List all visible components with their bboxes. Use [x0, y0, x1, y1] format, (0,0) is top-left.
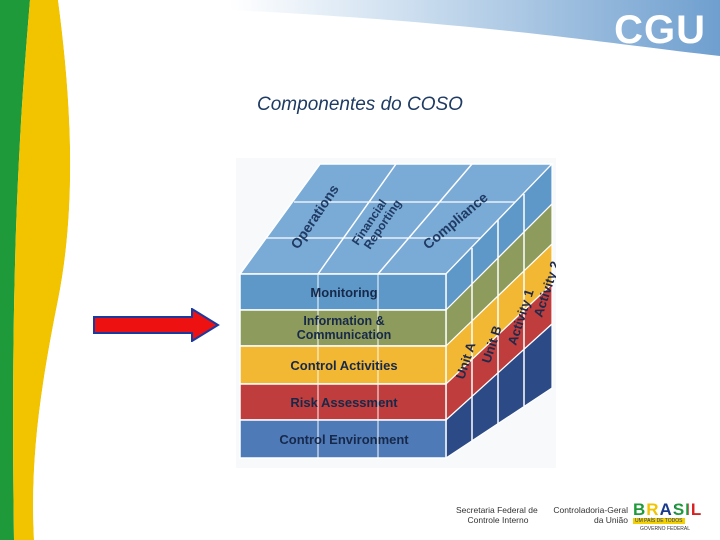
label-risk-assessment: Risk Assessment: [290, 395, 398, 410]
row-monitoring: [239, 273, 447, 311]
label-monitoring: Monitoring: [310, 285, 377, 300]
slide-title: Componentes do COSO: [257, 94, 463, 115]
coso-cube-diagram: Operations Financial Reporting Complianc…: [236, 158, 556, 468]
brasil-tagline: UM PAÍS DE TODOS: [633, 518, 685, 524]
decorative-side-bands: [0, 0, 77, 540]
brasil-gov: GOVERNO FEDERAL: [640, 526, 691, 532]
label-communication: Communication: [297, 328, 391, 342]
row-control-activities: [239, 345, 447, 385]
label-control-environment: Control Environment: [279, 432, 409, 447]
footer-cg-line2: da União: [593, 515, 628, 525]
label-control-activities: Control Activities: [290, 358, 397, 373]
footer-secretaria-line1: Secretaria Federal de: [456, 505, 538, 515]
header-band: [230, 0, 720, 56]
row-risk-assessment: [239, 383, 447, 421]
red-arrow-icon: [93, 308, 220, 342]
cgu-logo: CGU: [614, 8, 706, 52]
brasil-logo-text: BRASIL: [633, 500, 703, 519]
footer-secretaria: Secretaria Federal de Controle Interno: [456, 505, 540, 525]
footer-secretaria-line2: Controle Interno: [467, 515, 529, 525]
brasil-logo: BRASIL: [633, 500, 702, 520]
footer-cg-line1: Controladoria-Geral: [553, 505, 628, 515]
label-information: Information &: [303, 314, 384, 328]
row-information-communication: [239, 309, 447, 347]
footer-controladoria: Controladoria-Geral da União: [544, 505, 628, 525]
row-control-environment: [239, 419, 447, 459]
